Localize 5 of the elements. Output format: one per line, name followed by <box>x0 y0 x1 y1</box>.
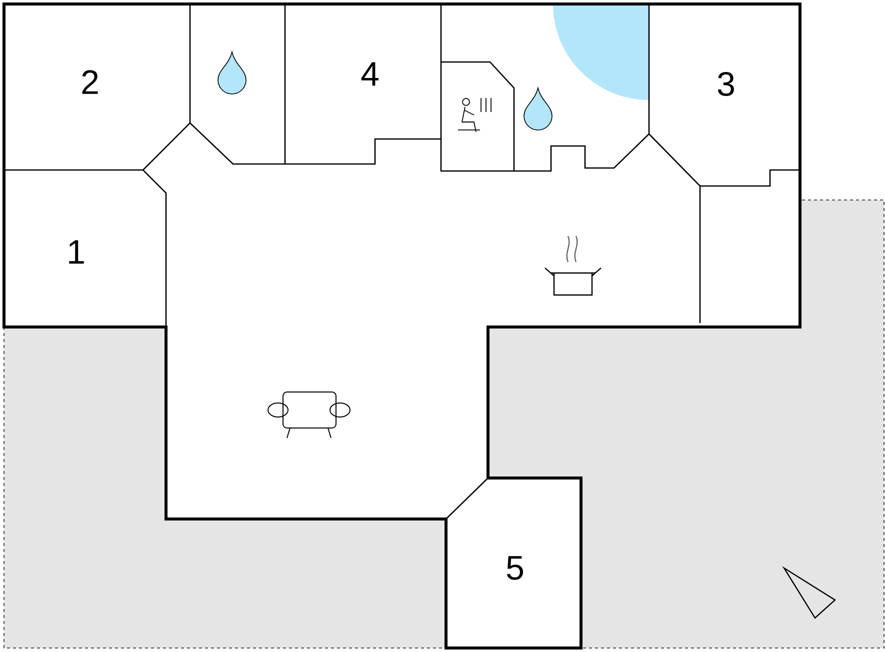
room-number: 2 <box>82 70 98 94</box>
room-number: 4 <box>361 62 378 86</box>
room-number: 3 <box>718 72 734 96</box>
room-number: 5 <box>506 556 524 580</box>
room-number: 1 <box>69 240 84 264</box>
